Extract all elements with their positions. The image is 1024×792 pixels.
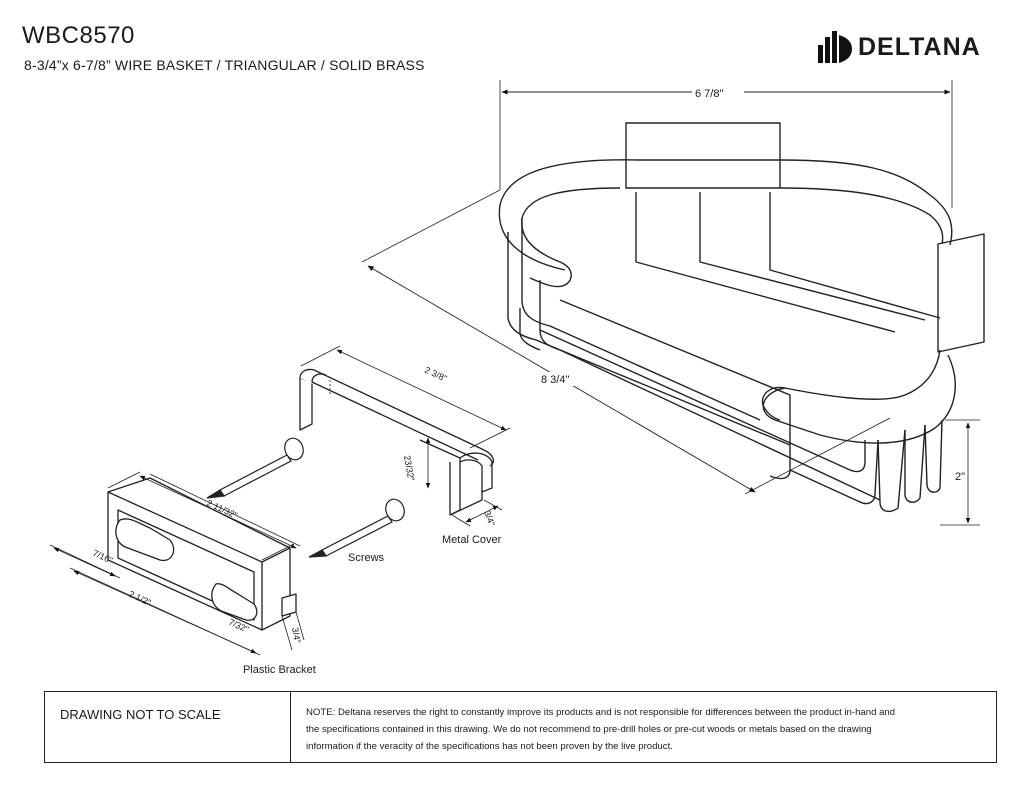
plastic-bracket [107,477,297,631]
dim-bracket-overall: 2 1/2" [127,589,152,608]
footer-notes: DRAWING NOT TO SCALE NOTE: Deltana reser… [44,691,997,763]
dim-bracket-length: 2 11/32" [205,498,239,521]
disclaimer-line: the specifications contained in this dra… [306,724,872,735]
model-number: WBC8570 [22,22,135,49]
bracket-dimension-lines [49,471,305,656]
deltana-logo-icon [818,31,852,63]
brand-name: DELTANA [858,32,981,61]
cover-dimension-lines [300,345,511,527]
dim-cover-length: 2 3/8" [423,365,448,384]
scale-note: DRAWING NOT TO SCALE [45,692,291,762]
dim-cover-height: 23/32" [402,455,416,482]
disclaimer-line: NOTE: Deltana reserves the right to cons… [306,707,896,718]
disclaimer-line: information if the veracity of the speci… [306,741,673,752]
technical-drawing: 6 7/8" 8 3/4" 2" 2 3/8" 23/32" 3/4" Meta… [49,80,985,676]
brand-logo: DELTANA [818,30,981,64]
disclaimer: NOTE: Deltana reserves the right to cons… [291,692,996,762]
screw-lower [308,498,405,558]
dim-basket-depth: 8 3/4" [541,374,569,386]
dim-cover-width: 3/4" [482,509,497,527]
dim-bracket-height: 3/4" [290,627,303,644]
metal-cover [299,368,495,516]
dim-basket-height: 2" [955,471,965,483]
wire-basket [498,80,985,513]
plastic-bracket-label: Plastic Bracket [243,664,316,676]
product-description: 8-3/4”x 6-7/8” WIRE BASKET / TRIANGULAR … [24,57,425,73]
basket-dimension-lines [361,189,980,526]
dim-basket-width: 6 7/8" [695,88,723,100]
screw-upper [206,437,304,499]
metal-cover-label: Metal Cover [442,534,502,546]
screws-label: Screws [348,552,385,564]
